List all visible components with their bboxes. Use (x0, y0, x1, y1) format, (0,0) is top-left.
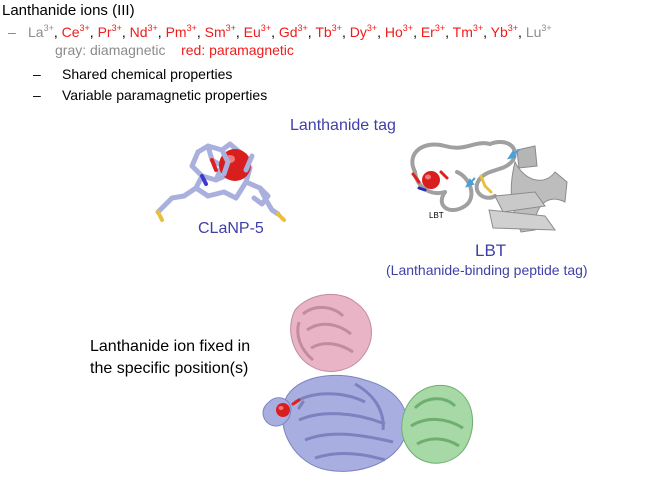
ion-charge: 3+ (44, 23, 54, 33)
ion-charge: 3+ (403, 23, 413, 33)
ion-symbol: Dy (350, 24, 367, 40)
legend-paramagnetic: red: paramagnetic (181, 42, 294, 58)
list-dash: – (33, 87, 41, 103)
ion-symbol: Er (421, 24, 435, 40)
ion-symbol: Pm (166, 24, 187, 40)
ion-symbol: Ho (385, 24, 403, 40)
ion-sm: Sm3+ (205, 24, 236, 40)
ions-list: La3+, Ce3+, Pr3+, Nd3+, Pm3+, Sm3+, Eu3+… (28, 24, 552, 40)
page-title: Lanthanide ions (III) (2, 2, 135, 19)
lbt-structure-image: LBT (395, 132, 570, 240)
ion-charge: 3+ (148, 23, 158, 33)
ion-gd: Gd3+ (279, 24, 308, 40)
ion-symbol: Sm (205, 24, 226, 40)
ion-er: Er3+ (421, 24, 445, 40)
fixed-ion-caption-line1: Lanthanide ion fixed in (90, 336, 250, 358)
legend-line: gray: diamagnetic red: paramagnetic (55, 42, 294, 58)
ion-charge: 3+ (80, 23, 90, 33)
ion-charge: 3+ (112, 23, 122, 33)
clanp5-structure-image (150, 140, 290, 230)
ion-nd: Nd3+ (130, 24, 158, 40)
ion-symbol: Yb (491, 24, 508, 40)
ion-eu: Eu3+ (244, 24, 271, 40)
lbt-label: LBT (475, 241, 506, 261)
ion-charge: 3+ (226, 23, 236, 33)
ion-symbol: La (28, 24, 44, 40)
fixed-ion-caption: Lanthanide ion fixed in the specific pos… (90, 336, 250, 380)
lanthanide-ions-line: – La3+, Ce3+, Pr3+, Nd3+, Pm3+, Sm3+, Eu… (28, 24, 552, 40)
ion-lu: Lu3+ (526, 24, 552, 40)
ion-la: La3+ (28, 24, 54, 40)
fixed-ion-caption-line2: the specific position(s) (90, 358, 250, 380)
ion-tm: Tm3+ (453, 24, 483, 40)
list-dash: – (33, 66, 41, 82)
ion-symbol: Nd (130, 24, 148, 40)
ion-pr: Pr3+ (98, 24, 122, 40)
bullet-text: Shared chemical properties (62, 66, 232, 82)
ion-symbol: Lu (526, 24, 542, 40)
ion-tb: Tb3+ (315, 24, 342, 40)
ion-charge: 3+ (332, 23, 342, 33)
ion-charge: 3+ (298, 23, 308, 33)
clanp5-label: CLaNP-5 (198, 220, 264, 238)
list-dash: – (8, 24, 16, 40)
lbt-subtitle: (Lanthanide-binding peptide tag) (386, 262, 588, 278)
legend-diamagnetic: gray: diamagnetic (55, 42, 166, 58)
ion-charge: 3+ (435, 23, 445, 33)
ion-charge: 3+ (367, 23, 377, 33)
ion-symbol: Ce (62, 24, 80, 40)
ion-ho: Ho3+ (385, 24, 413, 40)
ion-symbol: Eu (244, 24, 261, 40)
ion-charge: 3+ (508, 23, 518, 33)
ion-charge: 3+ (187, 23, 197, 33)
protein-complex-image (255, 290, 500, 486)
ion-pm: Pm3+ (166, 24, 197, 40)
ion-symbol: Tm (453, 24, 473, 40)
ion-symbol: Gd (279, 24, 298, 40)
ion-charge: 3+ (261, 23, 271, 33)
ion-symbol: Tb (315, 24, 331, 40)
bullet-text: Variable paramagnetic properties (62, 87, 267, 103)
ion-dy: Dy3+ (350, 24, 377, 40)
lbt-inner-label: LBT (429, 211, 444, 220)
ion-charge: 3+ (541, 23, 551, 33)
ion-yb: Yb3+ (491, 24, 518, 40)
ion-ce: Ce3+ (62, 24, 90, 40)
ion-charge: 3+ (473, 23, 483, 33)
ion-symbol: Pr (98, 24, 112, 40)
lanthanide-tag-heading: Lanthanide tag (290, 117, 396, 135)
